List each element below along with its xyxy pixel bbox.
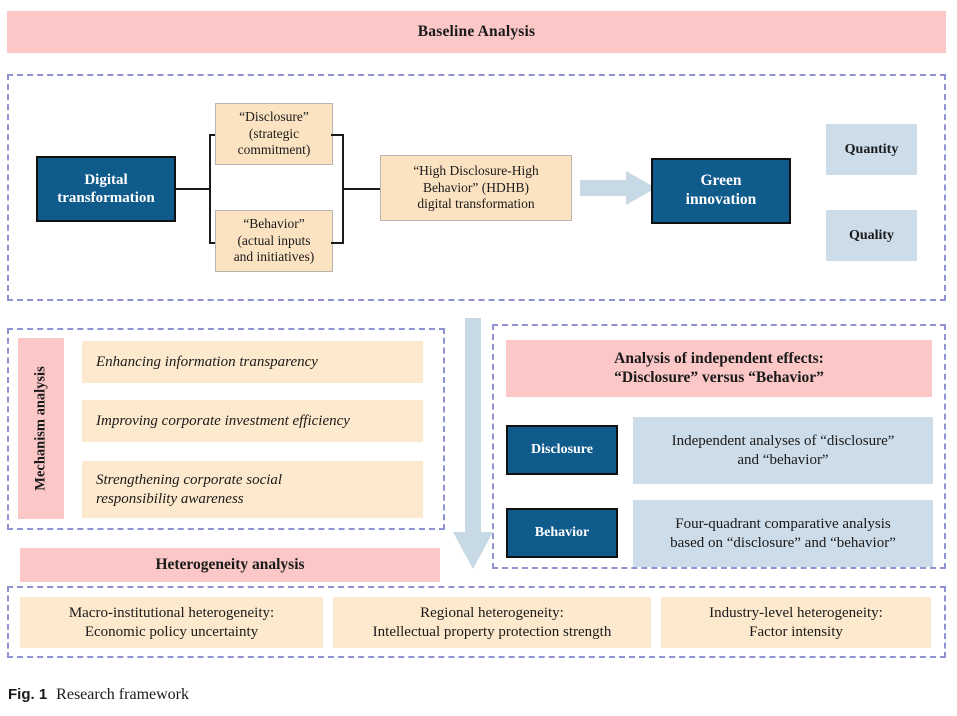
heterogeneity-item-macro-institutional-subtitle: Economic policy uncertainty	[84, 623, 259, 640]
digital-transformation-line-1: Digital	[84, 171, 128, 188]
arrow-right-icon	[580, 171, 656, 205]
heterogeneity-item-industry-level-title: Industry-level heterogeneity:	[709, 605, 883, 622]
disclosure-description-box: Independent analyses of “disclosure” and…	[633, 417, 933, 484]
independent-effects-header-line-2: “Disclosure” versus “Behavior”	[614, 368, 824, 386]
behavior-tag-box[interactable]: Behavior	[506, 508, 618, 558]
connector-source-bracket-vertical	[209, 134, 211, 244]
independent-effects-header-line-1: Analysis of independent effects:	[614, 349, 824, 367]
mechanism-analysis-side-label: Mechanism analysis	[18, 338, 64, 519]
disclosure-branch-line-2: (strategic	[248, 125, 300, 141]
heterogeneity-item-regional-title: Regional heterogeneity:	[420, 605, 564, 622]
digital-transformation-box[interactable]: Digital transformation	[36, 156, 176, 222]
connector-from-behavior	[331, 242, 344, 244]
mechanism-item-csr-awareness[interactable]: Strengthening corporate social responsib…	[82, 461, 423, 518]
heterogeneity-item-macro-institutional[interactable]: Macro-institutional heterogeneity: Econo…	[20, 597, 323, 648]
green-innovation-line-1: Green	[700, 172, 742, 190]
independent-effects-panel	[492, 324, 946, 569]
hdhb-merge-box[interactable]: “High Disclosure-High Behavior” (HDHB) d…	[380, 155, 572, 221]
heterogeneity-item-macro-institutional-title: Macro-institutional heterogeneity:	[68, 605, 275, 622]
mechanism-item-csr-awareness-line-1: Strengthening corporate social	[96, 472, 283, 489]
heterogeneity-analysis-panel	[7, 586, 946, 658]
figure-caption: Fig. 1 Research framework	[8, 686, 189, 704]
connector-to-behavior	[209, 242, 217, 244]
behavior-branch-line-3: and initiatives)	[233, 249, 315, 265]
connector-merge-horizontal	[342, 188, 382, 190]
behavior-tag-label: Behavior	[534, 525, 590, 541]
arrow-down-icon	[453, 318, 493, 569]
behavior-description-line-1: Four-quadrant comparative analysis	[675, 516, 891, 533]
behavior-branch-line-1: “Behavior”	[243, 216, 305, 232]
disclosure-description-line-2: and “behavior”	[737, 451, 829, 468]
page-title: Baseline Analysis	[417, 23, 536, 40]
disclosure-branch-line-3: commitment)	[237, 142, 311, 158]
heterogeneity-item-industry-level[interactable]: Industry-level heterogeneity: Factor int…	[661, 597, 931, 648]
behavior-description-line-2: based on “disclosure” and “behavior”	[670, 534, 896, 551]
behavior-branch-line-2: (actual inputs	[237, 232, 311, 248]
behavior-branch-box[interactable]: “Behavior” (actual inputs and initiative…	[215, 210, 333, 272]
hdhb-line-2: Behavior” (HDHB)	[422, 179, 530, 195]
disclosure-tag-box[interactable]: Disclosure	[506, 425, 618, 475]
connector-to-disclosure	[209, 134, 217, 136]
quality-box[interactable]: Quality	[826, 210, 917, 261]
baseline-analysis-title-banner: Baseline Analysis	[7, 11, 946, 53]
heterogeneity-item-regional[interactable]: Regional heterogeneity: Intellectual pro…	[333, 597, 651, 648]
figure-caption-label: Fig. 1	[8, 686, 48, 703]
connector-from-disclosure	[331, 134, 344, 136]
disclosure-tag-label: Disclosure	[531, 442, 593, 458]
mechanism-analysis-side-label-text: Mechanism analysis	[32, 366, 49, 491]
figure-caption-text: Research framework	[56, 686, 189, 703]
green-innovation-line-2: innovation	[685, 191, 757, 208]
mechanism-item-transparency-text: Enhancing information transparency	[96, 353, 318, 370]
disclosure-branch-box[interactable]: “Disclosure” (strategic commitment)	[215, 103, 333, 165]
quality-label: Quality	[848, 227, 895, 243]
baseline-analysis-panel	[7, 74, 946, 301]
behavior-description-box: Four-quadrant comparative analysis based…	[633, 500, 933, 567]
green-innovation-box[interactable]: Green innovation	[651, 158, 791, 224]
connector-source-horizontal	[176, 188, 211, 190]
quantity-box[interactable]: Quantity	[826, 124, 917, 175]
quantity-label: Quantity	[844, 141, 899, 157]
independent-effects-header: Analysis of independent effects: “Disclo…	[506, 340, 932, 397]
mechanism-item-investment-efficiency-text: Improving corporate investment efficienc…	[96, 412, 350, 429]
disclosure-description-line-1: Independent analyses of “disclosure”	[671, 433, 895, 450]
mechanism-item-investment-efficiency[interactable]: Improving corporate investment efficienc…	[82, 400, 423, 442]
disclosure-branch-line-1: “Disclosure”	[239, 109, 309, 125]
mechanism-analysis-panel	[7, 328, 445, 530]
heterogeneity-analysis-banner-label: Heterogeneity analysis	[155, 555, 305, 573]
mechanism-item-transparency[interactable]: Enhancing information transparency	[82, 341, 423, 383]
hdhb-line-1: “High Disclosure-High	[413, 163, 539, 179]
heterogeneity-item-industry-level-subtitle: Factor intensity	[749, 623, 843, 640]
hdhb-line-3: digital transformation	[417, 196, 535, 212]
heterogeneity-analysis-banner: Heterogeneity analysis	[20, 548, 440, 582]
heterogeneity-item-regional-subtitle: Intellectual property protection strengt…	[372, 623, 612, 640]
digital-transformation-line-2: transformation	[57, 190, 155, 206]
mechanism-item-csr-awareness-line-2: responsibility awareness	[96, 490, 244, 507]
